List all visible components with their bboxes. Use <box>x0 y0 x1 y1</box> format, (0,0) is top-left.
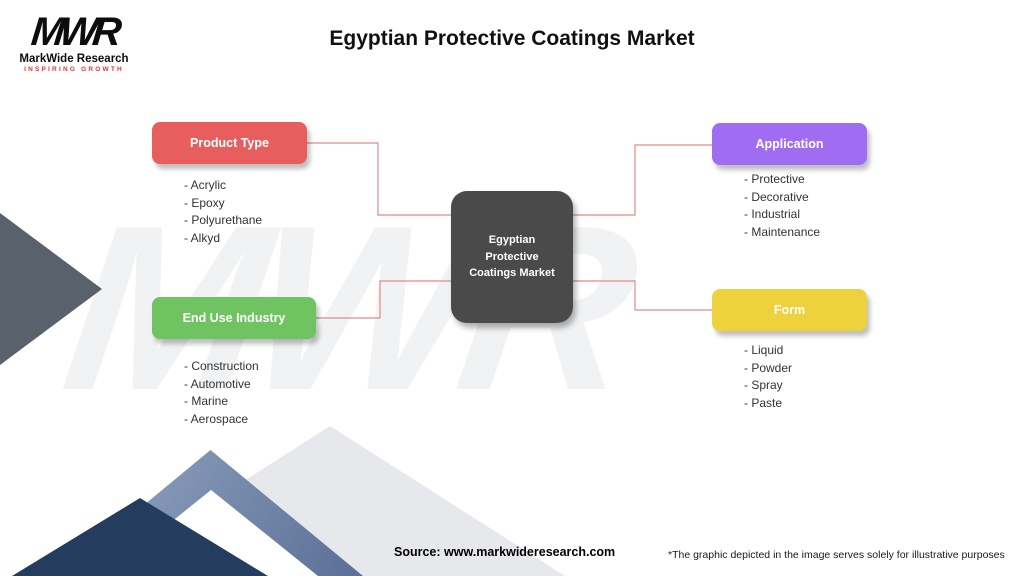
end-use-industry-list: - Construction - Automotive - Marine - A… <box>184 358 259 428</box>
list-item: - Aerospace <box>184 411 249 426</box>
list-item: - Decorative <box>744 189 809 204</box>
application-list: - Protective - Decorative - Industrial -… <box>744 171 820 241</box>
list-item: - Liquid <box>744 343 784 357</box>
node-product-type: Product Type <box>152 122 307 164</box>
list-item: - Industrial <box>744 207 801 221</box>
connector-product-type <box>307 142 451 216</box>
node-form-label: Form <box>773 303 806 317</box>
node-application-label: Application <box>755 137 824 151</box>
source-line: Source: www.markwideresearch.com <box>394 545 615 559</box>
list-item: - Alkyd <box>184 230 221 245</box>
list-item: - Marine <box>184 394 229 408</box>
logo-tagline: Inspiring Growth <box>24 66 124 73</box>
markwide-research-logo: MWR MarkWide Research Inspiring Growth <box>18 10 130 73</box>
list-item: - Paste <box>744 395 783 410</box>
node-end-use-industry: End Use Industry <box>152 297 316 339</box>
center-node-label: Egyptian Protective Coatings Market <box>469 234 555 280</box>
list-item: - Protective <box>744 172 805 186</box>
connector-end-use <box>316 280 451 319</box>
connector-application <box>573 144 712 216</box>
node-product-type-label: Product Type <box>190 136 269 150</box>
page-title: Egyptian Protective Coatings Market <box>329 27 695 50</box>
node-application: Application <box>712 123 867 165</box>
list-item: - Construction <box>184 359 259 373</box>
form-list: - Liquid - Powder - Spray - Paste <box>744 342 792 412</box>
list-item: - Acrylic <box>184 178 226 192</box>
connector-form <box>573 280 712 311</box>
node-end-use-industry-label: End Use Industry <box>182 311 286 325</box>
source-label: Source: <box>394 545 441 559</box>
list-item: - Powder <box>744 360 793 375</box>
list-item: - Maintenance <box>744 224 821 239</box>
node-form: Form <box>712 289 867 331</box>
product-type-list: - Acrylic - Epoxy - Polyurethane - Alkyd <box>184 177 262 247</box>
list-item: - Epoxy <box>184 195 225 210</box>
list-item: - Automotive <box>184 376 251 391</box>
disclaimer-text: *The graphic depicted in the image serve… <box>668 549 1005 561</box>
center-node: Egyptian Protective Coatings Market <box>451 191 573 323</box>
logo-brand-name: MarkWide Research <box>19 53 129 65</box>
list-item: - Spray <box>744 378 783 392</box>
source-url: www.markwideresearch.com <box>444 545 616 559</box>
list-item: - Polyurethane <box>184 213 263 227</box>
